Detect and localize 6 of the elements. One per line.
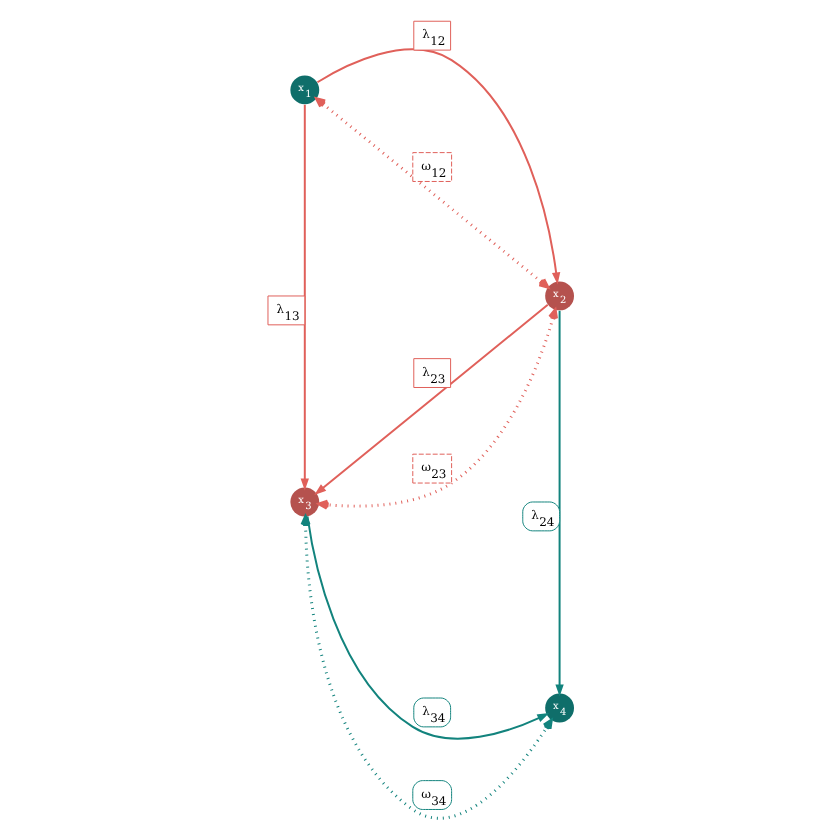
arrow <box>305 515 549 740</box>
arrow <box>299 103 308 491</box>
arrow <box>314 97 549 289</box>
arrow <box>299 515 552 820</box>
arrow <box>315 48 560 285</box>
arrow <box>554 309 563 697</box>
